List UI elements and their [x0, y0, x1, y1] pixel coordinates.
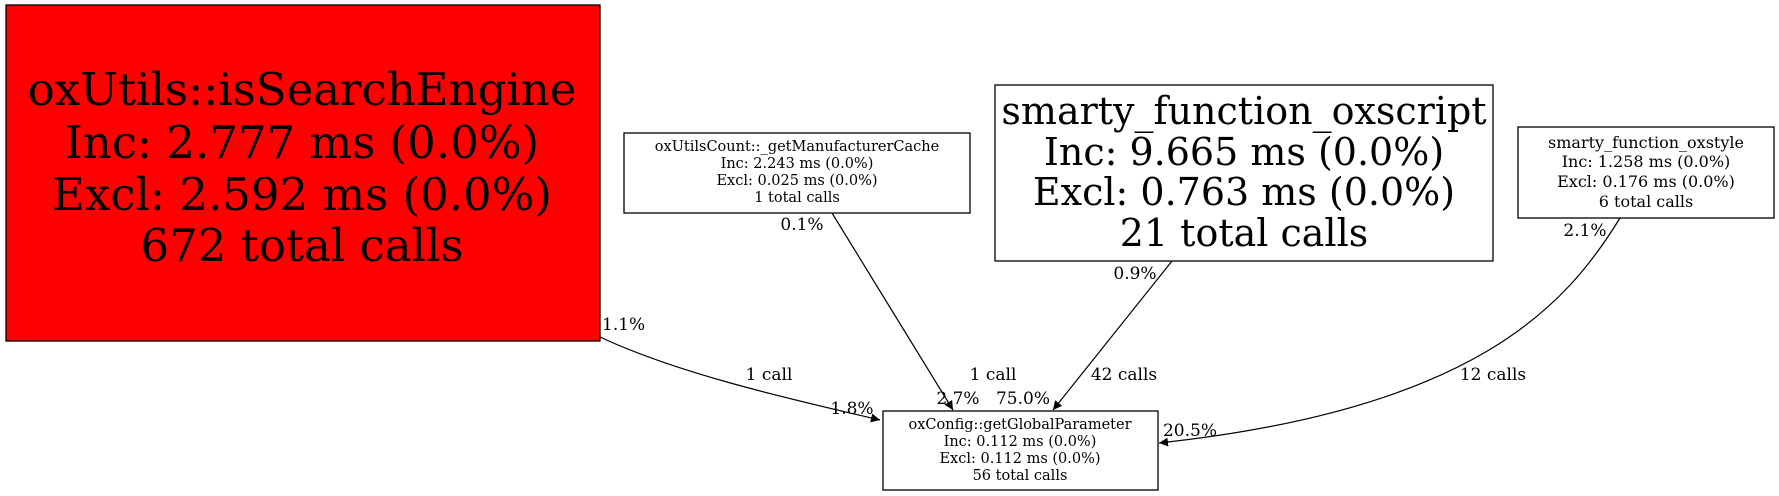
node-calls: 6 total calls — [1599, 192, 1693, 211]
node-box[interactable] — [994, 84, 1494, 262]
node-calls: 672 total calls — [141, 219, 464, 272]
node-inc: Inc: 1.258 ms (0.0%) — [1562, 152, 1731, 171]
node-oxstyle[interactable]: smarty_function_oxstyle Inc: 1.258 ms (0… — [1517, 126, 1775, 219]
node-calls: 1 total calls — [754, 190, 840, 206]
node-manufacturer-cache[interactable]: oxUtilsCount::_getManufacturerCache Inc:… — [623, 132, 971, 214]
node-name: oxConfig::getGlobalParameter — [909, 417, 1132, 433]
node-box[interactable] — [882, 410, 1159, 491]
edge-manufacturer-cache-to-global-parameter: 0.1% 1 call 2.7% — [780, 215, 1016, 409]
edge-line-search-engine[interactable] — [599, 336, 881, 423]
node-get-global-parameter[interactable]: oxConfig::getGlobalParameter Inc: 0.112 … — [882, 410, 1159, 491]
node-inc: Inc: 0.112 ms (0.0%) — [944, 434, 1097, 450]
node-excl: Excl: 0.112 ms (0.0%) — [939, 451, 1100, 467]
edge-head-label: 20.5% — [1163, 421, 1217, 441]
node-inc: Inc: 2.777 ms (0.0%) — [65, 116, 539, 169]
edge-line-oxstyle[interactable] — [1158, 217, 1621, 447]
edge-tail-label: 0.9% — [1113, 264, 1156, 284]
node-oxscript[interactable]: smarty_function_oxscript Inc: 9.665 ms (… — [994, 84, 1494, 262]
edge-label: 1 call — [970, 365, 1017, 385]
edge-line-oxscript[interactable] — [1052, 260, 1173, 411]
node-excl: Excl: 0.763 ms (0.0%) — [1033, 170, 1455, 214]
edge-label: 12 calls — [1460, 365, 1526, 385]
edge-head-label: 1.8% — [830, 399, 873, 419]
node-is-search-engine[interactable]: oxUtils::isSearchEngine Inc: 2.777 ms (0… — [5, 4, 601, 342]
edge-line-manufacturer-cache[interactable] — [831, 212, 954, 411]
node-box[interactable] — [1517, 126, 1775, 219]
edge-head-label: 75.0% — [996, 389, 1050, 409]
node-name: smarty_function_oxstyle — [1548, 133, 1744, 152]
edge-tail-label: 2.1% — [1563, 221, 1606, 241]
node-calls: 56 total calls — [973, 468, 1068, 484]
node-box[interactable] — [623, 132, 971, 214]
edge-head-label: 2.7% — [936, 389, 979, 409]
node-inc: Inc: 9.665 ms (0.0%) — [1044, 130, 1444, 174]
edge-oxstyle-to-global-parameter: 2.1% 12 calls 20.5% — [1163, 221, 1607, 441]
node-excl: Excl: 2.592 ms (0.0%) — [52, 168, 552, 221]
node-calls: 21 total calls — [1120, 211, 1368, 255]
edge-tail-label: 0.1% — [780, 215, 823, 235]
node-name: oxUtilsCount::_getManufacturerCache — [655, 139, 939, 155]
edge-label: 42 calls — [1091, 365, 1157, 385]
edge-search-engine-to-global-parameter: 1.1% 1 call 1.8% — [602, 315, 874, 419]
node-excl: Excl: 0.176 ms (0.0%) — [1557, 172, 1735, 191]
node-excl: Excl: 0.025 ms (0.0%) — [716, 173, 877, 189]
node-name: smarty_function_oxscript — [1001, 89, 1486, 134]
edge-tail-label: 1.1% — [602, 315, 645, 335]
node-box[interactable] — [5, 4, 601, 342]
node-inc: Inc: 2.243 ms (0.0%) — [721, 156, 874, 172]
node-name: oxUtils::isSearchEngine — [28, 63, 577, 116]
edge-oxscript-to-global-parameter: 0.9% 42 calls 75.0% — [996, 264, 1157, 409]
edge-label: 1 call — [746, 365, 793, 385]
